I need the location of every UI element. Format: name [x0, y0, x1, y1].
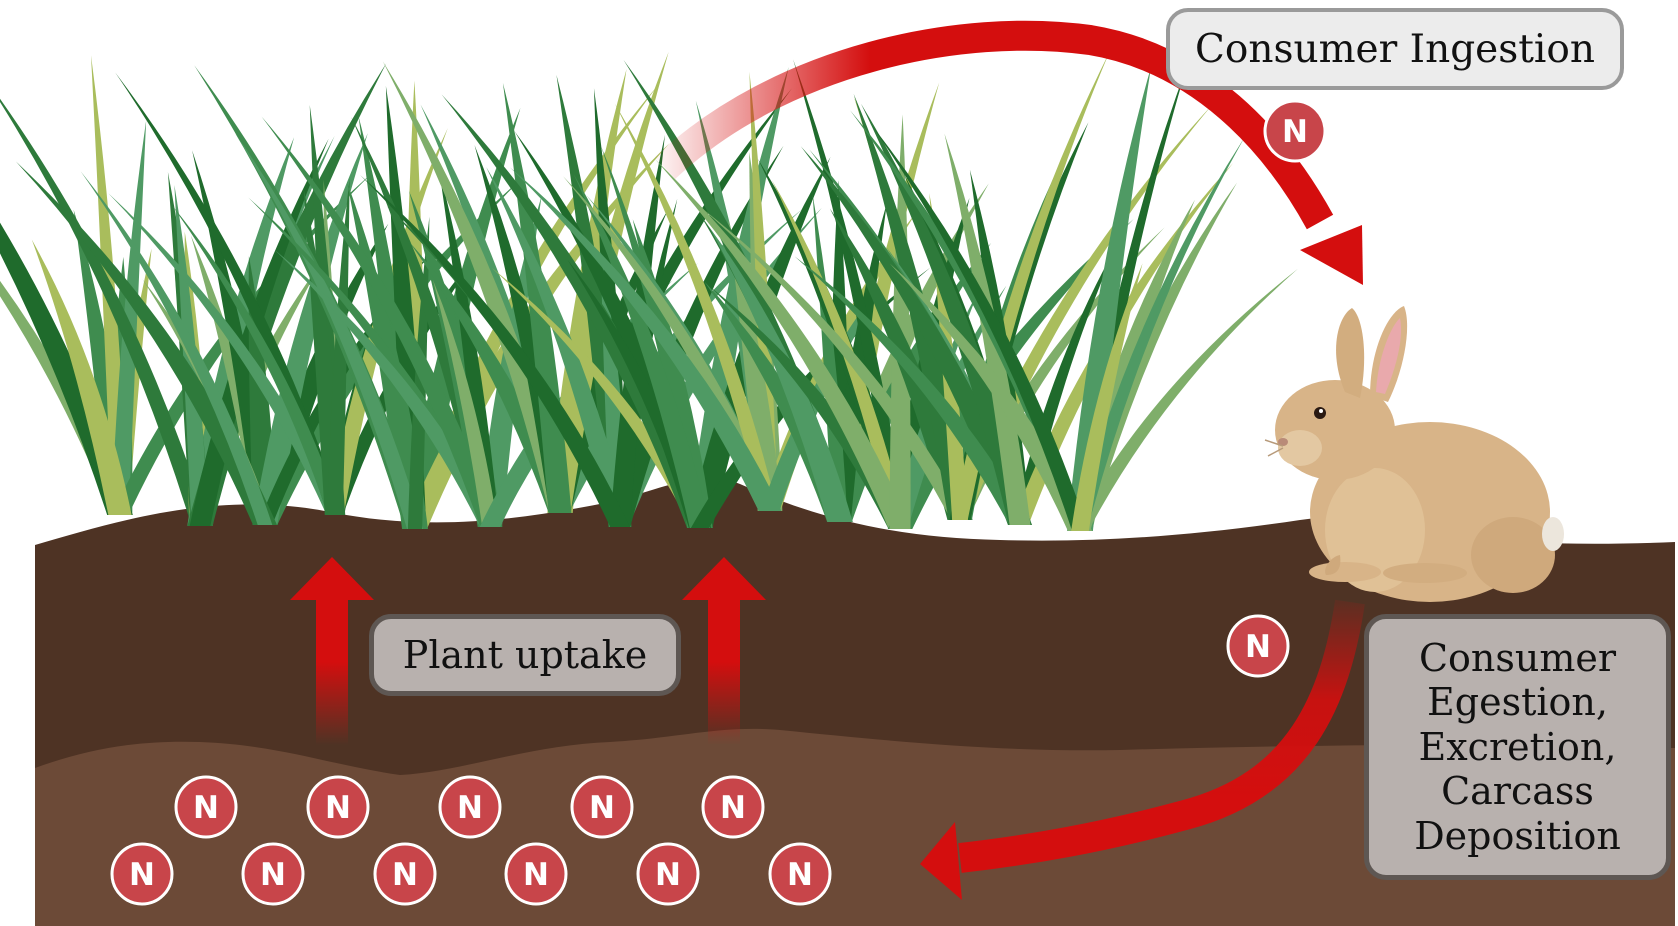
grass-blade	[252, 133, 368, 525]
egestion-line-5: Deposition	[1414, 813, 1621, 858]
egestion-line-4: Carcass	[1441, 769, 1594, 814]
grass-blade	[327, 178, 350, 516]
nitrogen-circle: N	[174, 775, 238, 839]
grass-blade	[728, 219, 782, 511]
egestion-line-1: Consumer	[1418, 635, 1617, 680]
plant-uptake-label: Plant uptake	[369, 614, 681, 696]
grass-blade	[860, 103, 1032, 525]
nitrogen-circle: N	[241, 842, 305, 906]
grass-blade	[793, 59, 908, 529]
grass-blade	[274, 249, 500, 527]
grass-blade	[326, 127, 448, 516]
grass-blade	[327, 243, 487, 515]
grass-blade	[700, 207, 969, 521]
egestion-arrow-head	[920, 822, 962, 900]
grass-blade	[261, 116, 500, 527]
grass-blade	[1011, 162, 1234, 525]
grass-blade	[614, 103, 778, 511]
egestion-line-2: Egestion,	[1427, 680, 1608, 725]
nitrogen-symbol: N	[523, 857, 549, 893]
grass-blade	[510, 167, 782, 511]
nitrogen-symbol: N	[1245, 629, 1271, 665]
grass-blade	[382, 61, 571, 514]
nitrogen-circle: N	[306, 775, 370, 839]
nitrogen-symbol: N	[720, 790, 746, 826]
egestion-line-3: Excretion,	[1418, 724, 1617, 769]
grass-blade	[690, 267, 931, 528]
grass-blade	[257, 246, 437, 525]
nitrogen-symbol: N	[129, 857, 155, 893]
grass-blade	[31, 239, 132, 516]
grass-blade	[171, 205, 343, 515]
grass-blade	[409, 242, 572, 513]
grass-blade	[360, 174, 630, 527]
nitrogen-circle: N	[438, 775, 502, 839]
plant-uptake-arrow-left	[290, 557, 374, 750]
consumer-ingestion-text: Consumer Ingestion	[1195, 26, 1595, 72]
nitrogen-circle: N	[636, 842, 700, 906]
grass-blade	[1071, 263, 1143, 531]
nitrogen-symbol: N	[1282, 114, 1308, 150]
grass-blade	[432, 279, 498, 527]
rabbit-icon	[1264, 306, 1564, 602]
grass-blade	[889, 263, 1093, 531]
grass-blade	[235, 133, 424, 529]
nitrogen-symbol: N	[787, 857, 813, 893]
nitrogen-circle: N	[570, 775, 634, 839]
grass-blade	[708, 226, 853, 522]
grass-blade	[439, 169, 499, 527]
grass-blade	[892, 285, 1007, 529]
egestion-arrow-shaft	[958, 599, 1365, 873]
grass-blade	[486, 166, 631, 527]
plant-uptake-arrow-right	[682, 557, 766, 750]
grass-blade	[794, 256, 1031, 525]
grass-blade	[111, 172, 373, 515]
nitrogen-circle: N	[768, 842, 832, 906]
nitrogen-symbol: N	[392, 857, 418, 893]
nitrogen-symbol: N	[457, 790, 483, 826]
plant-uptake-text: Plant uptake	[402, 633, 648, 677]
grass-clump	[0, 51, 1298, 532]
consumer-egestion-label: Consumer Egestion, Excretion, Carcass De…	[1364, 614, 1671, 880]
ingestion-arrow-head	[1300, 225, 1363, 285]
grass-blade	[479, 280, 673, 527]
grass-blade	[760, 255, 904, 511]
nitrogen-symbol: N	[655, 857, 681, 893]
grass-blade	[491, 267, 709, 528]
ingestion-arrow-shaft	[654, 20, 1334, 230]
nitrogen-circle: N	[1226, 614, 1290, 678]
nitrogen-symbol: N	[589, 790, 615, 826]
grass-blade	[194, 65, 426, 529]
grass-blade	[709, 286, 912, 529]
grass-blade	[111, 120, 147, 516]
grass-blade	[1067, 66, 1152, 532]
nitrogen-circle: N	[701, 775, 765, 839]
grass-blade	[0, 98, 209, 526]
grass-blade	[800, 146, 1033, 525]
nitrogen-symbol: N	[193, 790, 219, 826]
nitrogen-circle: N	[373, 842, 437, 906]
nitrogen-circle: N	[1263, 99, 1327, 163]
nitrogen-pool: N N N N N N N N N N N N N	[110, 99, 1327, 906]
grass-blade	[252, 180, 521, 525]
grass-blade	[441, 94, 713, 528]
nitrogen-circle: N	[504, 842, 568, 906]
grass-blade	[869, 122, 1088, 531]
grass-blade	[655, 159, 912, 529]
nitrogen-circle: N	[110, 842, 174, 906]
nitrogen-symbol: N	[260, 857, 286, 893]
grass-blade	[1072, 137, 1245, 531]
consumer-ingestion-label: Consumer Ingestion	[1166, 8, 1624, 90]
grass-blade	[573, 173, 711, 529]
nitrogen-symbol: N	[325, 790, 351, 826]
grass-blade	[15, 161, 277, 526]
grass-blade	[80, 171, 273, 525]
grass-blade	[771, 179, 908, 530]
